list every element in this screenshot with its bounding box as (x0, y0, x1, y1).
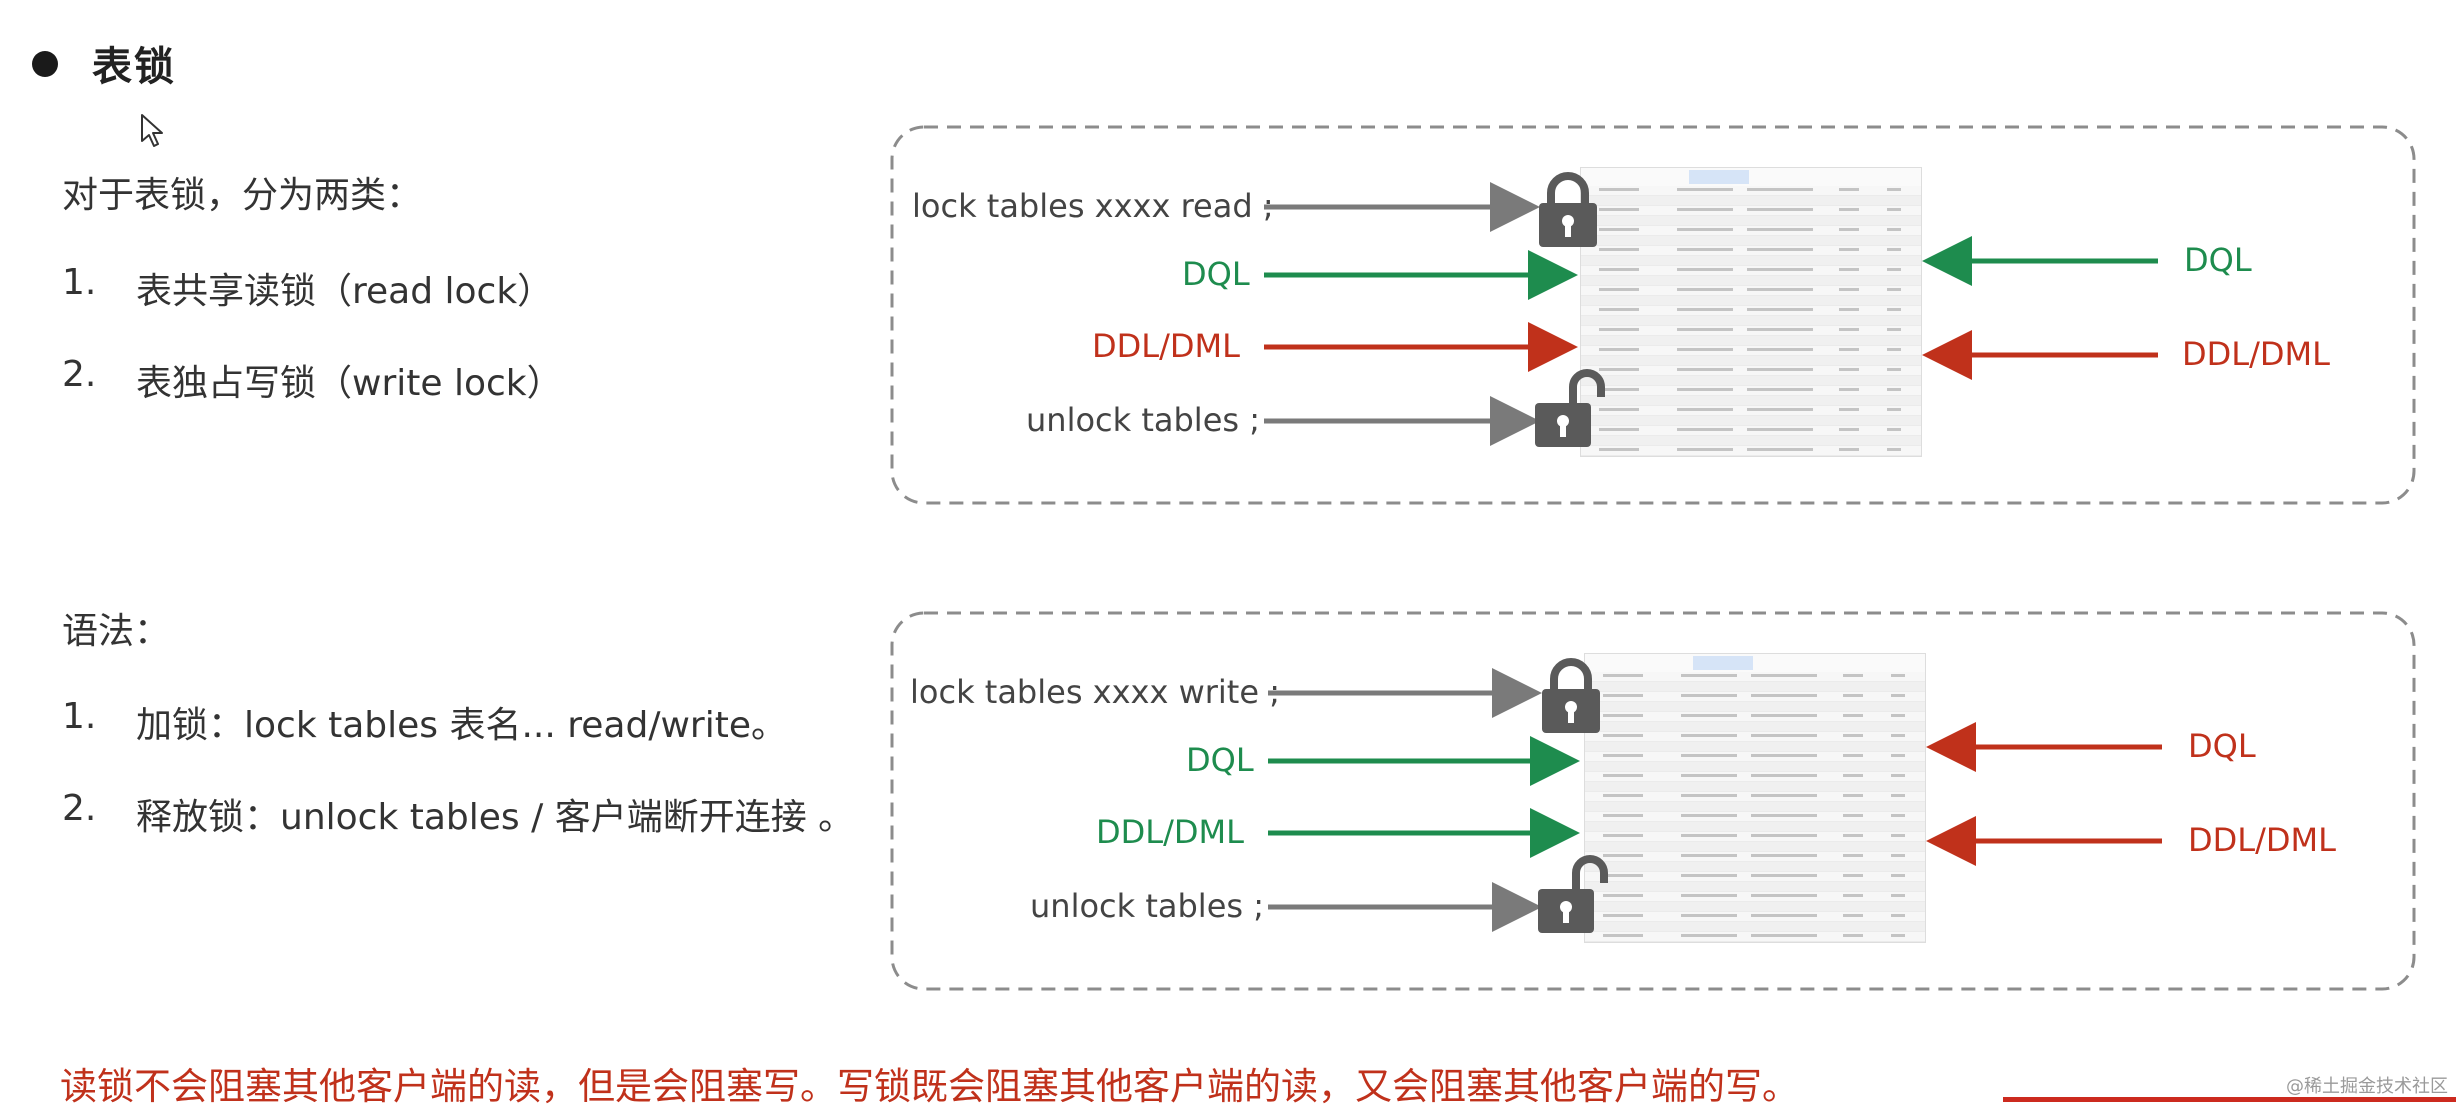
syntax-num: 1. (62, 696, 97, 737)
unlock-command-label: unlock tables ; (1030, 887, 1264, 925)
syntax-num: 2. (62, 788, 97, 829)
lock-type-num: 1. (62, 262, 97, 303)
read-lock-diagram: lock tables xxxx read ; DQL DDL/DML unlo… (890, 125, 2416, 505)
table-rows (1585, 672, 1925, 942)
lock-type-write: 表独占写锁（write lock） (136, 363, 563, 404)
section-heading: 表锁 (92, 44, 176, 90)
bullet-dot (32, 51, 58, 77)
syntax-lock: 加锁：lock tables 表名... read/write。 (136, 705, 787, 746)
watermark: @稀土掘金技术社区 (2286, 1076, 2448, 1097)
dashed-frame (890, 611, 2416, 991)
dql-label-right: DQL (2184, 241, 2252, 279)
table-column (1603, 674, 1643, 942)
lock-behavior-note: 读锁不会阻塞其他客户端的读，但是会阻塞写。写锁既会阻塞其他客户端的读，又会阻塞其… (60, 1065, 1799, 1108)
ddl-label-right: DDL/DML (2182, 335, 2330, 373)
ddl-label-left: DDL/DML (1096, 813, 1244, 851)
lock-type-read: 表共享读锁（read lock） (136, 271, 554, 312)
table-column (1599, 188, 1639, 456)
table-header (1581, 168, 1921, 187)
table-column (1677, 188, 1733, 456)
table-column (1843, 674, 1863, 942)
lock-command-label: lock tables xxxx read ; (912, 187, 1274, 225)
read-lock-diagram-lines (890, 125, 2416, 505)
ddl-label-left: DDL/DML (1092, 327, 1240, 365)
dql-label-right: DQL (2188, 727, 2256, 765)
intro-text: 对于表锁，分为两类： (62, 175, 423, 216)
padlock-closed-icon (1533, 169, 1603, 249)
padlock-open-icon (1536, 855, 1608, 935)
table-column (1751, 674, 1817, 942)
ddl-label-right: DDL/DML (2188, 821, 2336, 859)
padlock-open-icon (1533, 369, 1605, 449)
table-column (1891, 674, 1905, 942)
write-lock-diagram-lines (890, 611, 2416, 991)
dql-label-left: DQL (1182, 255, 1250, 293)
write-lock-diagram: lock tables xxxx write ; DQL DDL/DML unl… (890, 611, 2416, 991)
syntax-title: 语法： (62, 611, 171, 652)
table-thumbnail (1580, 167, 1922, 457)
table-column (1887, 188, 1901, 456)
table-header-highlight (1693, 656, 1753, 670)
syntax-unlock: 释放锁：unlock tables / 客户端断开连接 。 (136, 797, 855, 838)
lock-command-label: lock tables xxxx write ; (910, 673, 1280, 711)
table-column (1681, 674, 1737, 942)
table-header-highlight (1689, 170, 1749, 184)
unlock-command-label: unlock tables ; (1026, 401, 1260, 439)
mouse-cursor-icon (141, 114, 163, 147)
table-header (1585, 654, 1925, 673)
table-column (1839, 188, 1859, 456)
padlock-closed-icon (1536, 655, 1606, 735)
lock-type-num: 2. (62, 354, 97, 395)
dashed-frame (890, 125, 2416, 505)
table-rows (1581, 186, 1921, 456)
table-thumbnail (1584, 653, 1926, 943)
table-column (1747, 188, 1813, 456)
bottom-accent-bar (2003, 1097, 2456, 1102)
dql-label-left: DQL (1186, 741, 1254, 779)
